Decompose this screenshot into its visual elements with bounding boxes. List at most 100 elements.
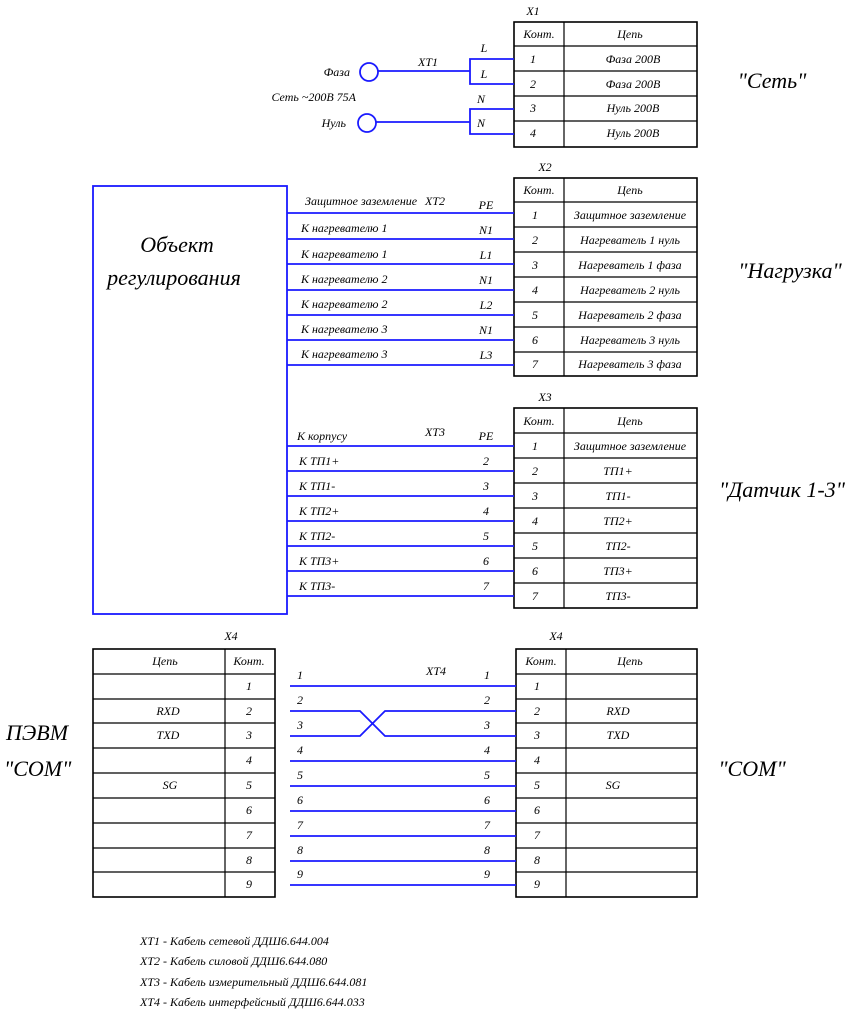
- phase-terminal-icon: [359, 62, 379, 82]
- x3-header-circuit: Цепь: [616, 414, 643, 428]
- x4-left-row-num: 6: [246, 803, 252, 817]
- x4-right-row-circuit: TXD: [607, 728, 630, 742]
- x4-right-row-num: 4: [534, 753, 540, 767]
- x3-row-num: 2: [532, 464, 538, 478]
- x4-left-connector-label: X4: [223, 629, 237, 643]
- x1-header-circuit: Цепь: [616, 27, 643, 41]
- legend-line: XT3 - Кабель измерительный ДДШ6.644.081: [139, 975, 367, 989]
- x3-wire-pin: 3: [482, 479, 489, 493]
- x4-wire-left-num: 3: [296, 718, 303, 732]
- x4-wire-right-num: 2: [484, 693, 490, 707]
- x4-wire-left-num: 6: [297, 793, 303, 807]
- x2-wire-pin: L1: [479, 248, 493, 262]
- x2-wire-pin: N1: [478, 323, 493, 337]
- x3-row-num: 5: [532, 539, 538, 553]
- x3-row-num: 7: [532, 589, 539, 603]
- xt2-cable-label: XT2: [424, 194, 445, 208]
- x4-wire-left-num: 1: [297, 668, 303, 682]
- x3-row-circuit: ТП1-: [605, 489, 630, 503]
- x4-right-row-num: 2: [534, 704, 540, 718]
- x3-row-circuit: Защитное заземление: [574, 439, 687, 453]
- x3-row-circuit: ТП1+: [603, 464, 632, 478]
- x3-row-num: 1: [532, 439, 538, 453]
- x4-right-header-contact: Конт.: [524, 654, 556, 668]
- x3-header-contact: Конт.: [522, 414, 554, 428]
- phase-label: Фаза: [324, 65, 350, 79]
- x2-row-num: 2: [532, 233, 538, 247]
- x2-wire-label: К нагревателю 1: [300, 221, 387, 235]
- x4-wire-right-num: 5: [484, 768, 490, 782]
- x1-pin-n-top: N: [476, 92, 486, 106]
- control-object-label-line2: регулирования: [105, 265, 241, 290]
- x4-section: X4 Цепь Конт. 1 2 RXD 3 TXD 4 5 SG 6 7 8…: [4, 629, 786, 898]
- x3-wire-label: К корпусу: [296, 429, 348, 443]
- x2-row-circuit: Нагреватель 3 фаза: [577, 357, 681, 371]
- x2-wire-label: К нагревателю 1: [300, 247, 387, 261]
- x3-wire-label: К ТП1+: [298, 454, 339, 468]
- x4-wire-left-num: 9: [297, 867, 303, 881]
- x2-row-circuit: Нагреватель 2 фаза: [577, 308, 681, 322]
- x2-row-circuit: Нагреватель 1 фаза: [577, 258, 681, 272]
- x2-wire-pin: L3: [479, 348, 493, 362]
- x4-wire-left-num: 2: [297, 693, 303, 707]
- x2-wire-pin: N1: [478, 223, 493, 237]
- x2-wire-pin: N1: [478, 273, 493, 287]
- x1-header-contact: Конт.: [522, 27, 554, 41]
- x2-row-num: 3: [531, 258, 538, 272]
- x3-section: X3 Конт. Цепь 1 Защитное заземление 2 ТП…: [287, 390, 846, 609]
- x4-right-row-circuit: SG: [606, 778, 621, 792]
- x4-left-row-circuit: TXD: [157, 728, 180, 742]
- neutral-label: Нуль: [321, 116, 347, 130]
- xt4-cable-label: XT4: [425, 664, 446, 678]
- x4-right-row-num: 5: [534, 778, 540, 792]
- x4-right-row-num: 7: [534, 828, 541, 842]
- x4-wire-right-num: 9: [484, 867, 490, 881]
- x3-wire-pin: 7: [483, 579, 490, 593]
- x2-row-circuit: Нагреватель 1 нуль: [579, 233, 680, 247]
- x1-row-circuit: Нуль 200В: [606, 126, 660, 140]
- x3-row-circuit: ТП2+: [603, 514, 632, 528]
- x3-group-label: "Датчик 1-3": [719, 477, 846, 502]
- x4-left-row-num: 7: [246, 828, 253, 842]
- x3-row-circuit: ТП2-: [605, 539, 630, 553]
- x3-wire-pin: 5: [483, 529, 489, 543]
- x4-wire-right-num: 1: [484, 668, 490, 682]
- x4-wire-right-num: 4: [484, 743, 490, 757]
- x4-left-row-num: 1: [246, 679, 252, 693]
- x2-wire-label: К нагревателю 3: [300, 322, 387, 336]
- x4-left-row-circuit: SG: [163, 778, 178, 792]
- legend-line: XT2 - Кабель силовой ДДШ6.644.080: [139, 954, 327, 968]
- x2-row-num: 7: [532, 357, 539, 371]
- x2-row-num: 1: [532, 208, 538, 222]
- x3-row-num: 3: [531, 489, 538, 503]
- x4-left-row-num: 5: [246, 778, 252, 792]
- x4-right-row-num: 6: [534, 803, 540, 817]
- x1-pin-l-bottom: L: [480, 67, 488, 81]
- x2-wire-label: К нагревателю 2: [300, 272, 387, 286]
- x4-right-row-num: 9: [534, 877, 540, 891]
- x1-row-circuit: Фаза 200В: [606, 77, 661, 91]
- control-object-label-line1: Объект: [140, 232, 213, 257]
- pc-group-label-line1: ПЭВМ: [5, 720, 70, 745]
- x4-right-row-num: 1: [534, 679, 540, 693]
- control-object-box: [92, 185, 288, 615]
- x3-wire-label: К ТП2+: [298, 504, 339, 518]
- pc-group-label-line2: "COM": [4, 756, 72, 781]
- com-group-label: "COM": [718, 756, 786, 781]
- x2-header-contact: Конт.: [522, 183, 554, 197]
- cable-legend: XT1 - Кабель сетевой ДДШ6.644.004 XT2 - …: [139, 934, 367, 1009]
- x3-wire-label: К ТП3+: [298, 554, 339, 568]
- x2-header-circuit: Цепь: [616, 183, 643, 197]
- x4-left-row-num: 2: [246, 704, 252, 718]
- x1-row-circuit: Нуль 200В: [606, 101, 660, 115]
- x4-right-row-circuit: RXD: [605, 704, 630, 718]
- x3-wire-pin: 6: [483, 554, 489, 568]
- x4-right-connector-label: X4: [548, 629, 562, 643]
- x4-left-row-num: 4: [246, 753, 252, 767]
- x2-wire-label: К нагревателю 2: [300, 297, 387, 311]
- x2-row-num: 5: [532, 308, 538, 322]
- x3-wire-pin: 4: [483, 504, 489, 518]
- x4-wire-left-num: 4: [297, 743, 303, 757]
- x1-row-num: 4: [530, 126, 536, 140]
